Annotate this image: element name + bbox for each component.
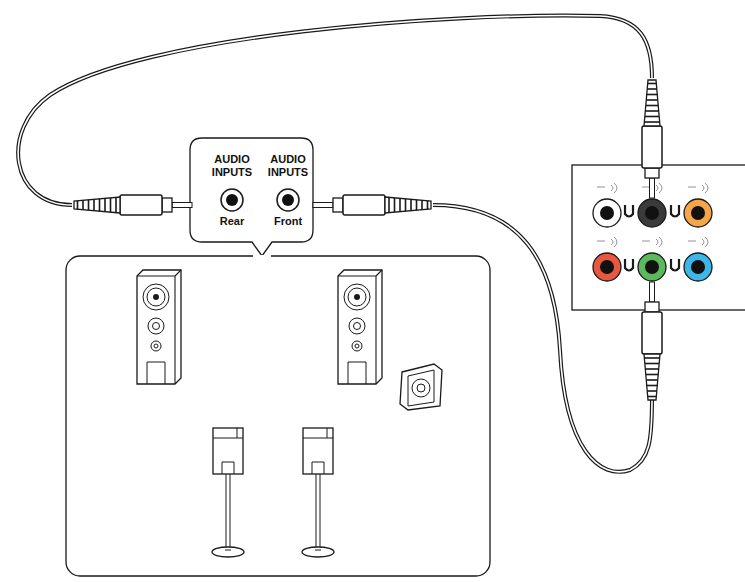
audio-input-jack: AUDIO INPUTS Rear [204,153,260,228]
cable [18,16,652,205]
jack-label: Front [260,215,316,228]
audio-plug [642,80,662,198]
callout-box [190,138,313,256]
jack-socket [275,187,301,213]
divider-mark [625,205,633,217]
divider-mark [671,205,679,217]
satellite-speaker [212,428,244,557]
audio-jack [684,237,712,281]
rear-io-panel [572,165,745,310]
jack-socket [219,187,245,213]
audio-jack [593,237,621,281]
audio-jack [684,183,712,227]
tower-speaker [137,270,181,384]
audio-plug [642,282,662,400]
audio-plug [313,195,431,215]
satellite-speaker [302,428,334,557]
audio-jack [593,183,621,227]
divider-mark [671,259,679,271]
jack-label: Rear [204,215,260,228]
cable-core [433,205,652,472]
audio-jack [638,237,666,281]
speaker-panel [66,256,490,576]
audio-input-jack: AUDIO INPUTS Front [260,153,316,228]
jack-heading: AUDIO INPUTS [263,153,313,179]
cable-core [18,16,652,205]
pointer-join [253,255,271,257]
center-speaker [400,364,442,410]
tower-speaker [338,270,382,384]
cable [433,205,652,472]
divider-mark [625,259,633,271]
jack-heading: AUDIO INPUTS [207,153,257,179]
audio-plug [74,195,192,215]
